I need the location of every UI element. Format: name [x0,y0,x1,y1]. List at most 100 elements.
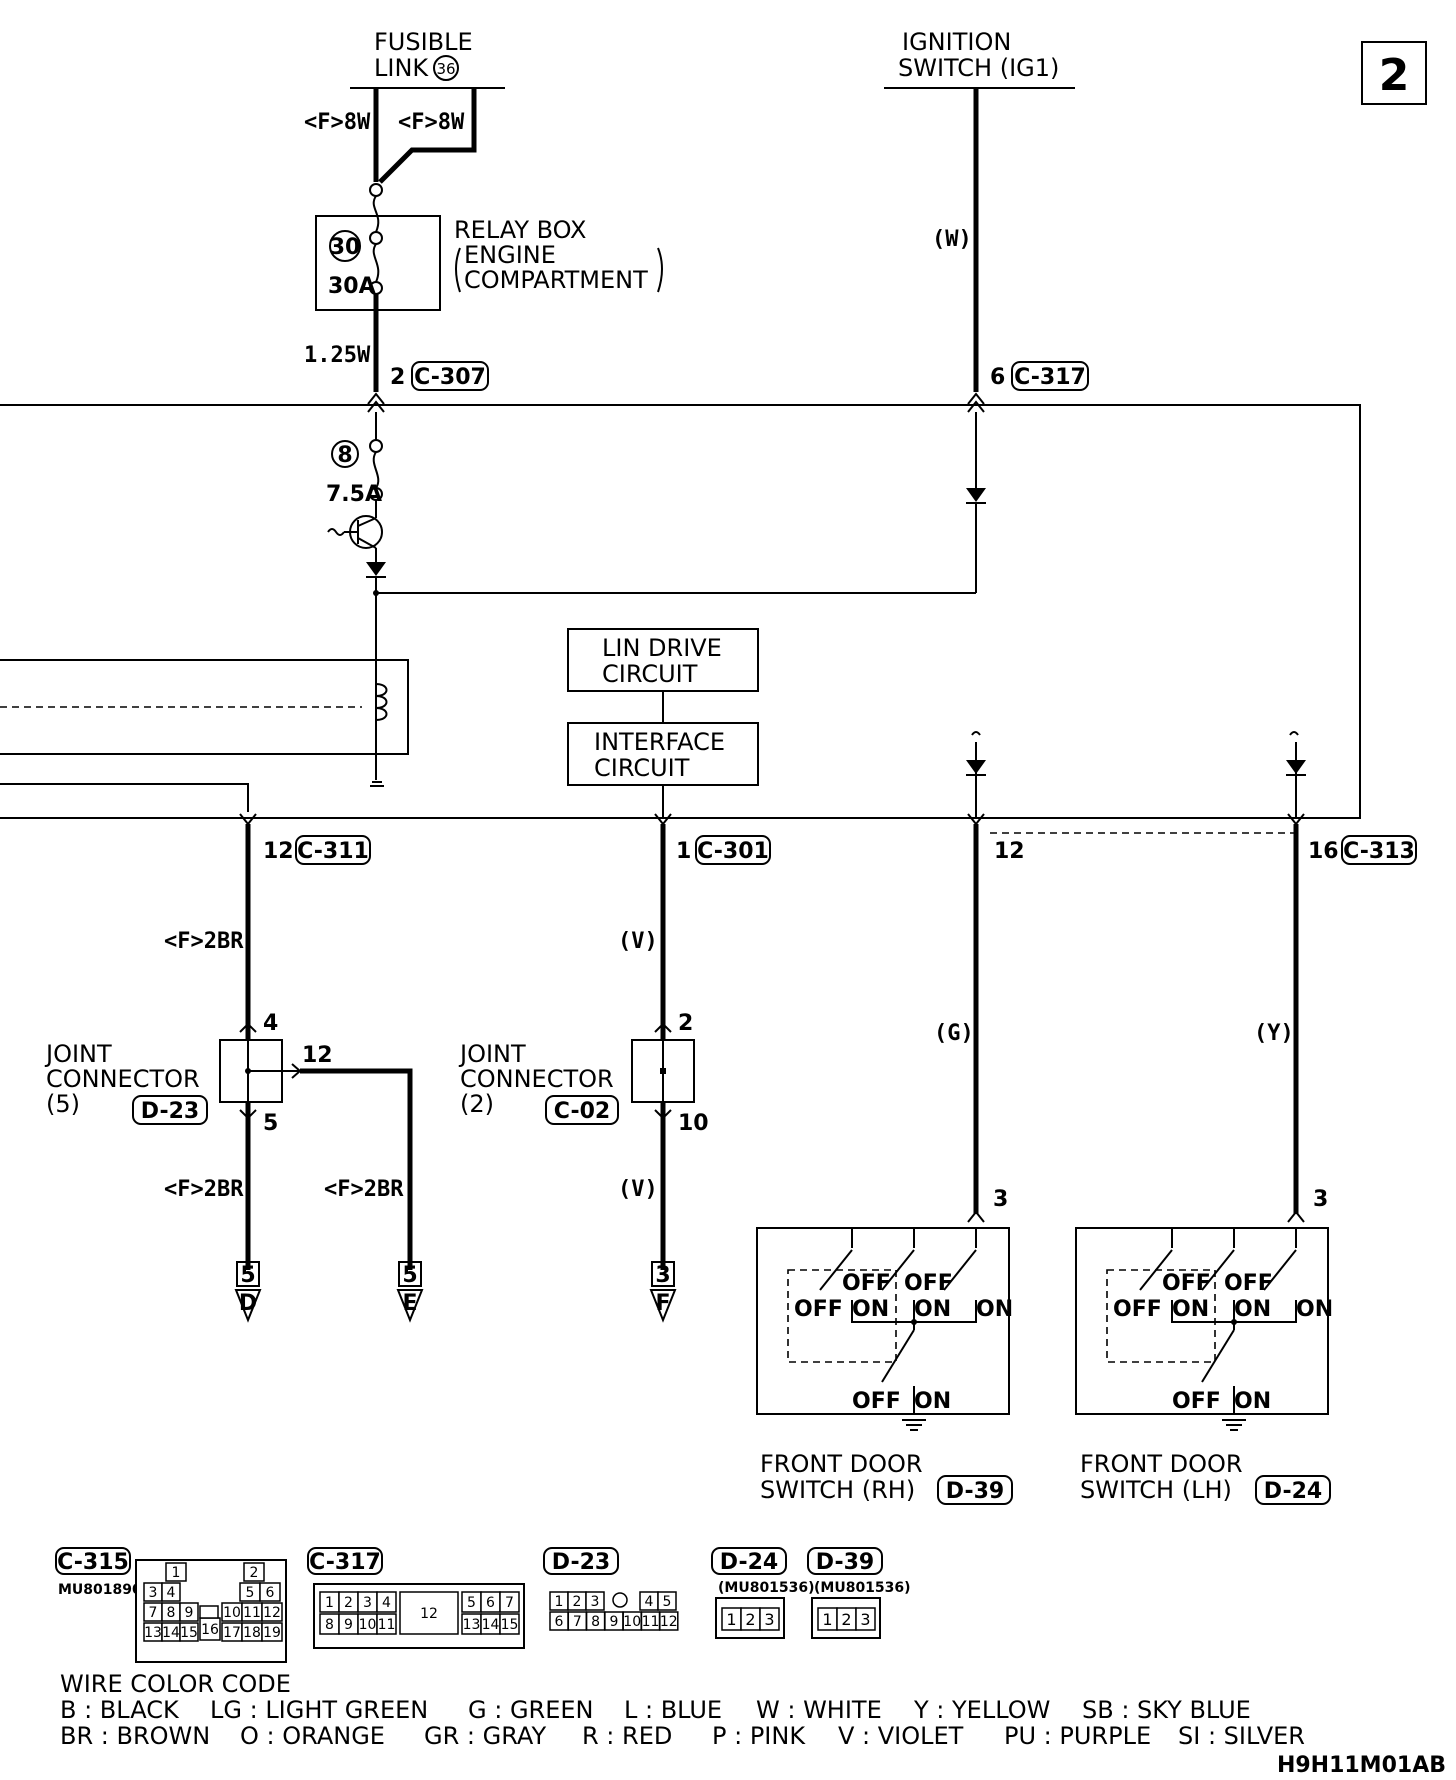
c317-center-cell [399,1591,459,1635]
relay-fuse-element [372,195,380,233]
relay-fuse-number: 30 [330,235,361,260]
c313-g-pin: 12 [994,839,1025,864]
d23-cell-label: 3 [591,1594,600,1610]
wire-color-entry-row2-1: O : ORANGE [240,1722,385,1750]
c317-cell-label: 6 [486,1595,495,1611]
d23-cell-label: 6 [555,1614,564,1630]
switch-lh-on-2: ON [1234,1297,1271,1322]
ref-f-num: 3 [655,1263,670,1288]
wire-color-code-title: WIRE COLOR CODE [60,1670,291,1698]
figure-code: H9H11M01AB [1277,1753,1446,1778]
relay-fuse-terminal-top [369,183,383,197]
d39-cell [855,1607,876,1631]
c315-cell-label: 5 [246,1585,255,1601]
ignition-label-2: SWITCH (IG1) [898,54,1059,82]
lin-drive-label-1: LIN DRIVE [602,634,722,662]
page-number-box [1361,41,1427,105]
internal-fuse-element [372,451,380,489]
joint2-node [660,1068,666,1074]
c311-tag [295,835,371,865]
d24-cell-label: 3 [764,1610,774,1629]
internal-fuse-number: 8 [337,443,352,468]
ref-d-letter: D [239,1291,257,1316]
ref-e-num: 5 [402,1263,417,1288]
d23-cell-label: 12 [660,1614,678,1630]
c315-cell-label: 13 [144,1625,162,1641]
c315-cell-label: 16 [201,1622,219,1638]
d23-cell-label: 5 [663,1594,672,1610]
switch-lh-blade-3 [1263,1249,1297,1291]
c317-view-code-tag [307,1547,383,1575]
joint2-label-2: CONNECTOR [460,1065,614,1093]
fusible-link-number-circle [433,55,459,81]
c317-cell-label: 14 [482,1617,500,1633]
d23-cell-label: 8 [591,1614,600,1630]
c315-cell [261,1602,283,1622]
page-number: 2 [1379,50,1410,101]
joint5-code-tag [132,1095,208,1125]
fusible-left-wire-label: <F>8W [304,110,371,135]
ref-f-box [651,1261,675,1287]
c317-center-cell-label: 12 [420,1606,438,1622]
ignition-label-1: IGNITION [902,28,1011,56]
switch-rh-on-1: ON [852,1297,889,1322]
g-input-tilde [971,731,981,736]
relay-box-paren-right [657,247,663,293]
c317-cell-label: 11 [378,1617,396,1633]
switch-rh-common-node [911,1319,917,1325]
c315-cell [259,1582,281,1602]
d24-cell-label: 1 [726,1610,736,1629]
joint5-pin-right: 12 [302,1043,333,1068]
c317-terminal-2 [967,400,985,413]
ref-f-triangle [649,1289,677,1323]
d23-cell-label: 7 [573,1614,582,1630]
d23-lock [612,1592,628,1608]
c317-cell-label: 13 [463,1617,481,1633]
switch-lh-off-4: OFF [1172,1389,1221,1414]
c315-cell-label: 3 [149,1585,158,1601]
c307-terminal [367,392,385,405]
switch-rh-on-4: ON [914,1389,951,1414]
wire-color-entry-row2-0: BR : BROWN [60,1722,210,1750]
d24-code: D-24 [720,1550,778,1575]
transistor-input-tilde [327,528,345,536]
joint2-pin-out: 10 [678,1111,709,1136]
relay-box-label-3: COMPARTMENT [464,266,648,294]
d24-code-tag [711,1547,787,1575]
diode-ig [966,488,986,502]
c317-terminal [967,392,985,405]
c317-cell-label: 15 [501,1617,519,1633]
c311-pin: 12 [263,839,294,864]
c315-cell-label: 7 [149,1605,158,1621]
switch-lh-dashed-link [1106,1269,1216,1363]
interface-circuit-box [567,722,759,786]
d23-code-tag [543,1547,619,1575]
d24-cell-label: 2 [745,1610,755,1629]
c313-y-pin: 16 [1308,839,1339,864]
c307-pin: 2 [390,365,405,390]
d39-code: D-39 [816,1550,874,1575]
c307-terminal-2 [367,400,385,413]
wire-color-entry-row1-5: Y : YELLOW [913,1696,1050,1724]
c315-cell-label: 19 [263,1625,281,1641]
transistor-collector [357,517,377,527]
relay-box-label-2: ENGINE [464,241,556,269]
c317-cell-label: 8 [325,1617,334,1633]
c315-cell [179,1622,199,1642]
switch-lh-on-1: ON [1172,1297,1209,1322]
d39-cell-label: 1 [822,1610,832,1629]
c315-code: C-315 [57,1550,129,1575]
c317-cell-label: 9 [344,1617,353,1633]
d23-cell-label: 1 [555,1594,564,1610]
wire-color-entry-row1-3: L : BLUE [624,1696,722,1724]
d23-cell [585,1591,605,1611]
fusible-right-wire-label: <F>8W [398,110,465,135]
wire-color-entry-row1-1: LG : LIGHT GREEN [210,1696,428,1724]
d39-code-tag [807,1547,883,1575]
c317-code: C-317 [1014,365,1086,390]
d23-cell-label: 9 [609,1614,618,1630]
